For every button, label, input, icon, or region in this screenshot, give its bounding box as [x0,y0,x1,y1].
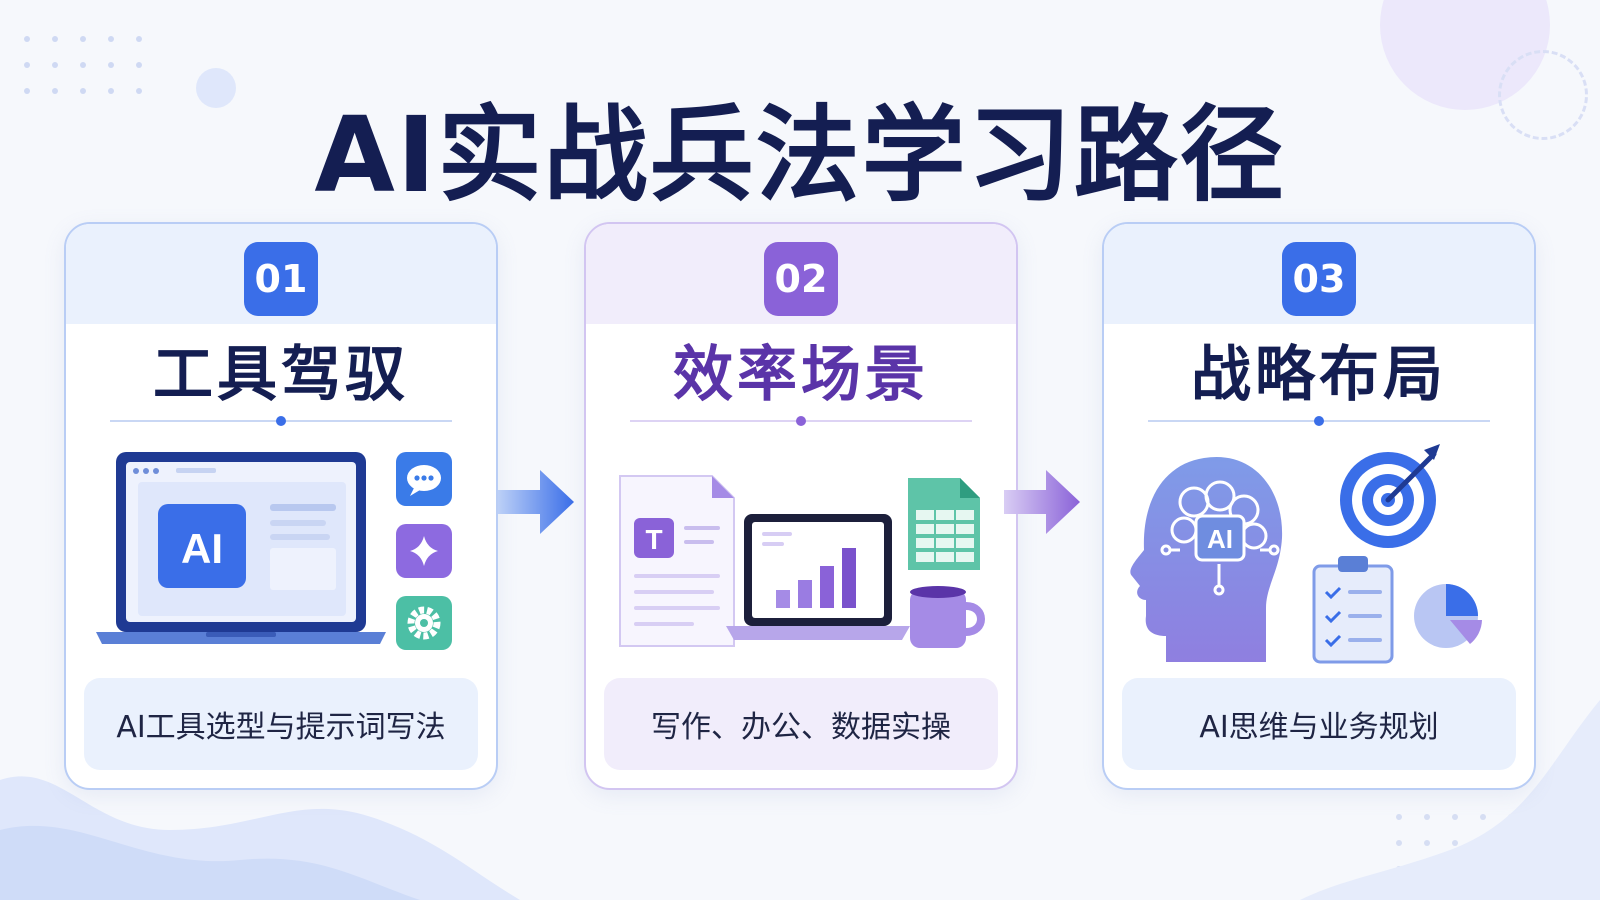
arrow-right-icon [498,470,574,534]
step-number-badge: 02 [764,242,838,316]
chat-icon [396,452,452,506]
document-icon [619,475,735,647]
step-card-tool: 01 工具驾驭 AI [64,222,498,790]
doc-label: T [645,524,662,555]
clipboard-checklist-icon [1312,556,1394,664]
efficiency-illustration: T [619,475,985,648]
card-description: AI思维与业务规划 [1122,678,1516,770]
decorative-wave [0,776,520,900]
decorative-dots [24,36,142,94]
divider [110,416,452,426]
tool-illustration: AI [96,452,452,650]
card-description: AI工具选型与提示词写法 [84,678,478,770]
brain-head-icon [1130,456,1283,662]
card-title: 效率场景 [673,340,929,410]
head-ai-label: AI [1207,524,1233,554]
spreadsheet-icon [908,478,980,570]
decorative-wave [1300,700,1600,900]
page-title: AI实战兵法学习路径 [314,94,1286,216]
gear-icon [396,596,452,650]
laptop-icon [96,452,386,644]
sparkle-icon [396,524,452,578]
decorative-circle [196,68,236,108]
divider [1148,416,1490,426]
target-icon [1340,444,1440,548]
step-number-badge: 01 [244,242,318,316]
divider [630,416,972,426]
ai-screen-label: AI [181,525,223,572]
laptop-chart-icon [726,514,910,640]
pie-chart-icon [1414,584,1482,648]
strategy-illustration: AI [1130,444,1482,664]
card-title: 工具驾驭 [153,340,409,410]
coffee-cup-icon [910,586,985,648]
step-number-badge: 03 [1282,242,1356,316]
step-card-strategy: 03 战略布局 AI [1102,222,1536,790]
card-description: 写作、办公、数据实操 [604,678,998,770]
step-card-efficiency: 02 效率场景 T [584,222,1018,790]
arrow-right-icon [1004,470,1080,534]
decorative-dashed-circle [1498,50,1588,140]
card-title: 战略布局 [1191,340,1447,410]
